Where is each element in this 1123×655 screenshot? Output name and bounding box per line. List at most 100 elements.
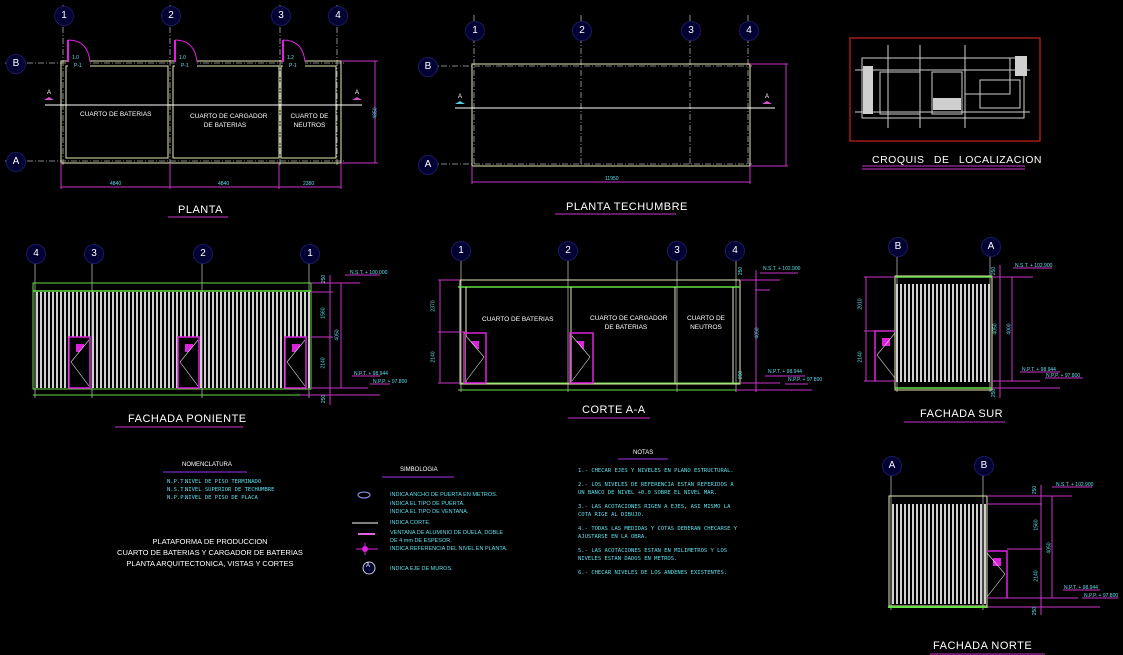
- dimension-text: 4840: [218, 181, 230, 187]
- dimension-text: 1560: [320, 307, 327, 319]
- dimension-text: 250: [991, 388, 998, 398]
- grid-axis-bubble: 4: [328, 6, 348, 26]
- section-mark: A: [355, 90, 360, 96]
- grid-axis-bubble: B: [6, 54, 26, 74]
- level-label: N.P.T. + 98.944: [1022, 367, 1056, 373]
- dimension-text: 2140: [1033, 570, 1040, 582]
- fachada-norte-elevation: [888, 460, 1118, 655]
- nota-item: 5.- LAS ACOTACIONES ESTAN EN MILIMETROS …: [578, 548, 728, 562]
- dimension-text: 250: [321, 274, 328, 284]
- planta-plan-view: [5, 5, 378, 218]
- grid-axis-symbol-icon: A: [366, 563, 371, 569]
- door-tag: 1.2: [287, 55, 294, 61]
- simbologia-item: INDICA CORTE.: [390, 520, 431, 526]
- grid-axis-bubble: 2: [572, 21, 592, 41]
- dimension-text: 250: [1032, 606, 1039, 616]
- dimension-text: 2010: [857, 298, 864, 310]
- dimension-text: 4050: [992, 323, 999, 335]
- room-label-baterias: CUARTO DE BATERIAS: [482, 316, 554, 323]
- grid-axis-bubble: 4: [725, 241, 745, 261]
- nota-item: 1.- CHECAR EJES Y NIVELES EN PLANO ESTRU…: [578, 468, 734, 474]
- grid-axis-bubble: 1: [54, 6, 74, 26]
- grid-axis-bubble: 2: [161, 6, 181, 26]
- techumbre-roof-plan: [430, 15, 788, 215]
- dimension-text: 4850: [372, 107, 379, 119]
- level-label: N.S.T. + 100.000: [350, 270, 388, 276]
- grid-axis-bubble: 1: [465, 21, 485, 41]
- section-mark: A: [458, 94, 463, 100]
- grid-axis-bubble: 3: [667, 241, 687, 261]
- grid-axis-bubble: A: [882, 456, 902, 476]
- symbology-icons: [352, 491, 378, 575]
- simbologia-item: INDICA REFERENCIA DEL NIVEL EN PLANTA.: [390, 546, 508, 552]
- grid-axis-bubble: B: [418, 57, 438, 77]
- dimension-text: 4050: [1046, 542, 1053, 554]
- grid-axis-bubble: 3: [84, 244, 104, 264]
- dimension-text: 1560: [1033, 519, 1040, 531]
- simbologia-item: INDICA EL TIPO DE VENTANA.: [390, 509, 469, 515]
- level-label: N.S.T. + 102.900: [1056, 482, 1094, 488]
- dimension-text: 2140: [430, 351, 437, 363]
- dimension-text: 4050: [334, 329, 341, 341]
- door-tag: 1.0: [179, 55, 186, 61]
- level-label: N.P.T. + 98.944: [354, 371, 388, 377]
- view-title-techumbre: PLANTA TECHUMBRE: [566, 201, 688, 213]
- nota-item: 6.- CHECAR NIVELES DE LOS ANDENES EXISTE…: [578, 570, 728, 576]
- corte-aa-section: [438, 255, 812, 419]
- view-title-fachada-norte: FACHADA NORTE: [933, 640, 1033, 652]
- nomenclatura-item: N.P.T.NIVEL DE PISO TERMINADO: [167, 479, 262, 485]
- grid-axis-bubble: 3: [271, 6, 291, 26]
- simbologia-item: INDICA EJE DE MUROS.: [390, 566, 453, 572]
- dimension-text: 2140: [857, 351, 864, 363]
- view-title-croquis: CROQUIS DE LOCALIZACION: [872, 154, 1042, 166]
- project-title-block: PLATAFORMA DE PRODUCCION CUARTO DE BATER…: [117, 537, 303, 568]
- notas-list: 1.- CHECAR EJES Y NIVELES EN PLANO ESTRU…: [578, 467, 738, 577]
- dimension-text: 250: [991, 266, 998, 276]
- dimension-text: 2140: [320, 357, 327, 369]
- grid-axis-bubble: 4: [26, 244, 46, 264]
- level-label: N.S.T. + 102.900: [763, 266, 801, 272]
- fachada-poniente-elevation: [32, 255, 390, 428]
- grid-axis-bubble: A: [418, 155, 438, 175]
- dimension-text: 2380: [303, 181, 315, 187]
- grid-axis-bubble: 1: [451, 241, 471, 261]
- nota-item: 2.- LOS NIVELES DE REFERENCIA ESTAN REFE…: [578, 482, 734, 496]
- door-type: P-1: [74, 63, 82, 69]
- grid-axis-bubble: 2: [558, 241, 578, 261]
- nota-item: 4.- TODAS LAS MEDIDAS Y COTAS DEBERAN CH…: [578, 526, 738, 540]
- level-label: N.P.P. + 97.800: [1046, 373, 1081, 379]
- section-mark: A: [47, 90, 52, 96]
- nomenclatura-list: N.P.T.NIVEL DE PISO TERMINADO N.S.T.NIVE…: [167, 478, 274, 502]
- nomenclatura-heading: NOMENCLATURA: [182, 462, 232, 468]
- grid-axis-bubble: A: [981, 237, 1001, 257]
- grid-axis-bubble: 3: [681, 21, 701, 41]
- simbologia-item: INDICA ANCHO DE PUERTA EN METROS.: [390, 492, 498, 498]
- section-mark: A: [765, 94, 770, 100]
- room-label-baterias: CUARTO DE BATERIAS: [80, 111, 152, 118]
- view-title-planta: PLANTA: [178, 204, 223, 216]
- croquis-location-sketch: [849, 37, 1041, 170]
- fachada-sur-elevation: [864, 255, 1083, 423]
- dimension-text: 250: [1032, 485, 1039, 495]
- view-title-corte-aa: CORTE A-A: [582, 404, 646, 416]
- simbologia-item: INDICA EL TIPO DE PUERTA.: [390, 501, 465, 507]
- grid-axis-bubble: 2: [193, 244, 213, 264]
- simbologia-item: VENTANA DE ALUMINIO DE DUELA, DOBLE DE 4…: [390, 530, 503, 544]
- dimension-text: 2370: [430, 300, 437, 312]
- level-label: N.P.P. + 97.800: [788, 377, 823, 383]
- nota-item: 3.- LAS ACOTACIONES RIGEN A EJES, ASI MI…: [578, 504, 731, 518]
- door-type: P-1: [289, 63, 297, 69]
- view-title-fachada-poniente: FACHADA PONIENTE: [128, 413, 247, 425]
- view-title-fachada-sur: FACHADA SUR: [920, 408, 1004, 420]
- level-label: N.P.T. + 98.944: [1064, 585, 1098, 591]
- level-label: N.P.T. + 98.944: [768, 369, 802, 375]
- dimension-text: 250: [321, 394, 328, 404]
- dimension-text: 4000: [1006, 323, 1013, 335]
- nomenclatura-item: N.P.P.NIVEL DE PISO DE PLACA: [167, 495, 258, 501]
- grid-axis-bubble: 4: [739, 21, 759, 41]
- level-label: N.P.P. + 97.800: [1084, 593, 1119, 599]
